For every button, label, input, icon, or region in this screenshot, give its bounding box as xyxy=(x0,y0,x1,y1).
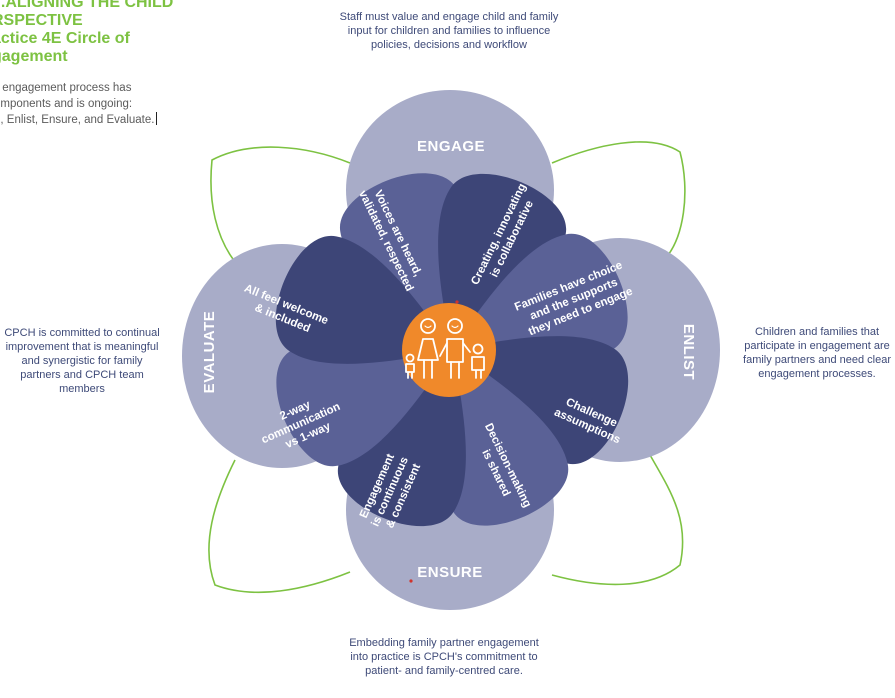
family-icon xyxy=(405,318,485,379)
accent-dot-top xyxy=(455,300,459,304)
note-engage: Staff must value and engage child and fa… xyxy=(339,11,559,51)
heading-line: actice 4E Circle of xyxy=(0,30,130,47)
leaf-outline-top-right xyxy=(551,141,686,263)
leaf-outline-bottom-left xyxy=(208,459,351,594)
label-evaluate: EVALUATE xyxy=(201,311,218,394)
accent-dot-bottom xyxy=(409,579,413,583)
heading-line: ...ALIGNING THE CHILD xyxy=(0,0,174,11)
leaf-outline-bottom-right xyxy=(551,454,684,586)
note-evaluate: CPCH is committed to continual improveme… xyxy=(4,327,160,395)
petal-challenge xyxy=(452,336,629,464)
heading-line: gagement xyxy=(0,48,68,65)
note-ensure: Embedding family partner engagement into… xyxy=(349,637,539,677)
petal-creating xyxy=(438,173,566,350)
leaf-outline-top-left xyxy=(210,146,351,269)
petal-decision xyxy=(439,350,569,526)
intro-line: e, Enlist, Ensure, and Evaluate. xyxy=(0,112,204,128)
note-enlist: Children and families that participate i… xyxy=(743,326,891,380)
label-ensure: ENSURE xyxy=(417,564,483,581)
intro-line: omponents and is ongoing: xyxy=(0,98,133,110)
petal-families xyxy=(452,233,628,363)
page-heading: ...ALIGNING THE CHILD RSPECTIVE actice 4… xyxy=(0,0,202,66)
text-cursor xyxy=(156,112,158,125)
heading-line: RSPECTIVE xyxy=(0,12,83,29)
intro-text: ll engagement process has omponents and … xyxy=(0,80,204,128)
label-engage: ENGAGE xyxy=(417,138,485,155)
intro-line: ll engagement process has xyxy=(0,82,132,94)
label-enlist: ENLIST xyxy=(680,324,697,380)
leaf-outlines xyxy=(208,141,686,594)
